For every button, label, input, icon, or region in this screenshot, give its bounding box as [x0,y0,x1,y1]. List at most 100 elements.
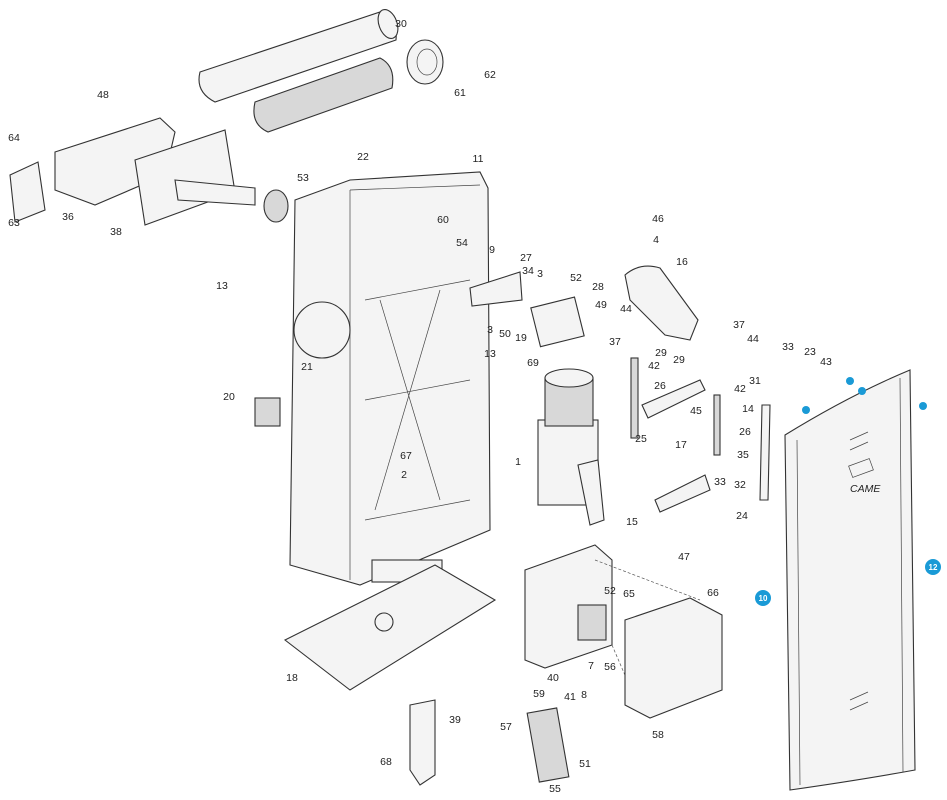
shaft-53 [174,179,256,206]
part-label-51: 51 [579,758,591,770]
lever-16 [624,265,699,341]
part-label-40: 40 [547,672,559,684]
part-label-23: 23 [804,346,816,358]
part-label-20: 20 [223,391,235,403]
part-label-33: 33 [782,341,794,353]
part-label-19: 19 [515,332,527,344]
part-label-22: 22 [357,151,369,163]
part-label-45: 45 [690,405,702,417]
cover-58 [624,597,723,719]
part-label-48: 48 [97,89,109,101]
highlight-dot [802,406,810,414]
part-label-68: 68 [380,756,392,768]
part-label-4: 4 [653,234,659,246]
part-label-3: 3 [487,324,493,336]
part-label-57: 57 [500,721,512,733]
part-label-44: 44 [747,333,759,345]
part-label-42: 42 [648,360,660,372]
selector-20 [254,397,281,427]
part-label-18: 18 [286,672,298,684]
part-label-50: 50 [499,328,511,340]
highlight-marker-12[interactable] [925,559,941,575]
part-label-13: 13 [216,280,228,292]
part-label-3: 3 [537,268,543,280]
part-label-39: 39 [449,714,461,726]
cap-61 [406,39,444,85]
box-28 [530,296,585,348]
bearing-53 [263,189,289,223]
control-board-59 [524,544,613,669]
part-label-30: 30 [395,18,407,30]
part-label-33: 33 [714,476,726,488]
part-label-9: 9 [489,244,495,256]
part-label-37: 37 [733,319,745,331]
highlight-marker-10[interactable] [755,590,771,606]
part-label-29: 29 [655,347,667,359]
part-label-35: 35 [737,449,749,461]
part-label-17: 17 [675,439,687,451]
part-label-11: 11 [473,153,484,165]
part-label-7: 7 [588,660,594,672]
bracket-27 [469,271,523,307]
card-55 [526,707,570,783]
rod-14 [759,404,771,501]
part-label-25: 25 [635,433,647,445]
part-label-64: 64 [8,132,20,144]
part-label-56: 56 [604,661,616,673]
half-tube-shell [253,57,394,133]
cover-63 [9,161,46,223]
part-label-61: 61 [454,87,466,99]
part-label-29: 29 [673,354,685,366]
part-label-46: 46 [652,213,664,225]
part-label-37: 37 [609,336,621,348]
motor-gearbox-1 [537,368,605,526]
part-label-52: 52 [604,585,616,597]
part-label-27: 27 [520,252,532,264]
threaded-rod-26b [713,394,721,456]
highlighted-label-10[interactable]: 10 [759,594,768,603]
part-label-26: 26 [739,426,751,438]
part-label-15: 15 [626,516,638,528]
part-label-8: 8 [581,689,587,701]
part-label-21: 21 [301,361,313,373]
cabinet-11 [289,171,491,586]
link-15 [654,474,711,513]
part-label-60: 60 [437,214,449,226]
part-label-32: 32 [734,479,746,491]
part-label-38: 38 [110,226,122,238]
part-label-36: 36 [62,211,74,223]
part-label-66: 66 [707,587,719,599]
part-label-13: 13 [484,348,496,360]
part-label-42: 42 [734,383,746,395]
highlight-dot [846,377,854,385]
part-label-52: 52 [570,272,582,284]
threaded-rod-26 [630,357,639,439]
link-25 [641,379,706,419]
part-label-44: 44 [620,303,632,315]
brand-logo-text: CAME [850,483,881,495]
part-label-24: 24 [736,510,748,522]
part-label-43: 43 [820,356,832,368]
highlight-dot [919,402,927,410]
part-label-28: 28 [592,281,604,293]
part-label-2: 2 [401,469,407,481]
highlighted-label-12[interactable]: 12 [929,563,938,572]
part-label-34: 34 [522,265,534,277]
part-label-69: 69 [527,357,539,369]
part-label-67: 67 [400,450,412,462]
part-label-54: 54 [456,237,468,249]
anchor-39 [409,699,436,786]
part-label-49: 49 [595,299,607,311]
part-label-62: 62 [484,69,496,81]
door-panel-10 [784,369,916,791]
part-label-53: 53 [297,172,309,184]
part-label-14: 14 [742,403,754,415]
part-label-31: 31 [749,375,761,387]
part-label-58: 58 [652,729,664,741]
part-label-1: 1 [515,456,521,468]
tube-30 [198,9,399,103]
part-label-55: 55 [549,783,561,795]
highlight-dot [858,387,866,395]
